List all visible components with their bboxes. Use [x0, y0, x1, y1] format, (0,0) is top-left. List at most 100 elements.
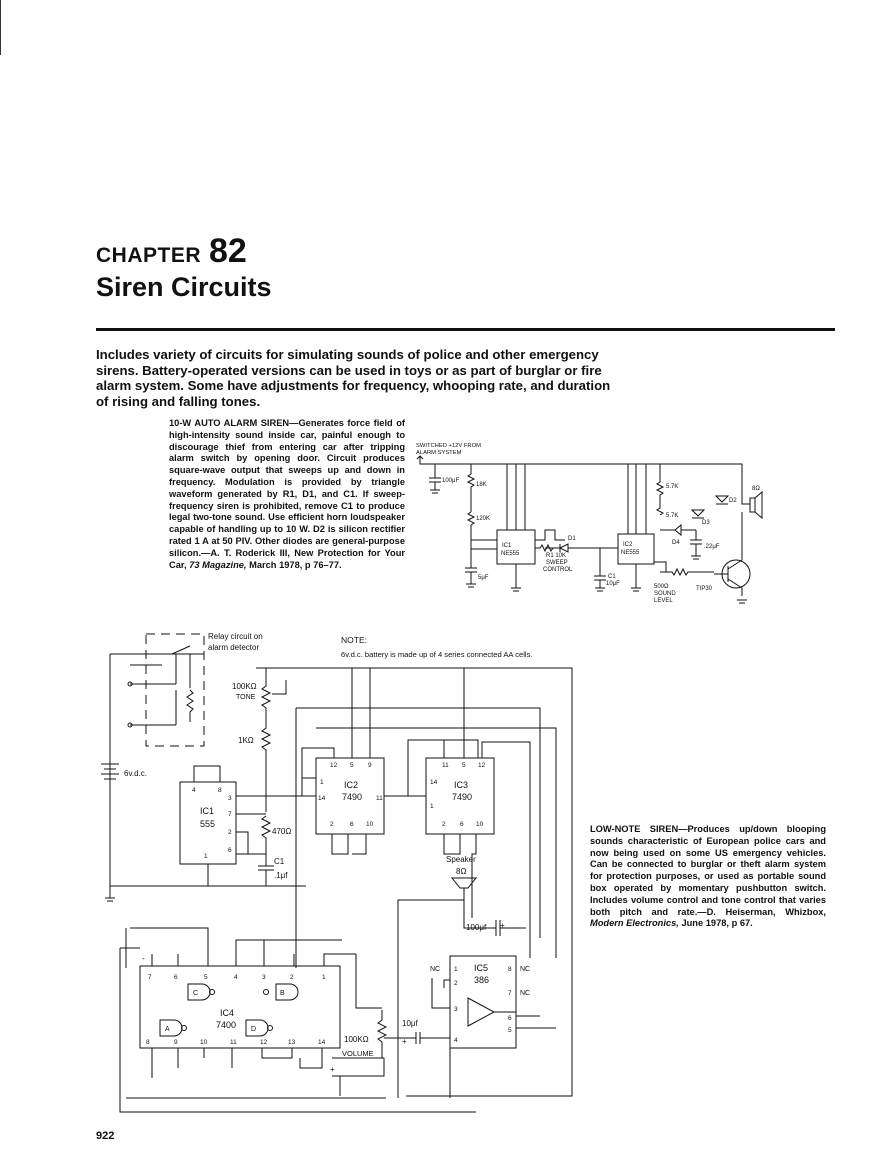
- ic5-pin-3: 3: [454, 1006, 458, 1013]
- ic4-pin-3: 3: [262, 974, 266, 981]
- battery-label: 6v.d.c.: [124, 769, 147, 778]
- ic4-label: IC4: [220, 1008, 234, 1018]
- chapter-word: CHAPTER: [96, 244, 202, 267]
- ic3-pin-5: 5: [462, 762, 466, 769]
- ic3-label: IC3: [454, 780, 468, 790]
- c-10uf: 10μf: [402, 1019, 419, 1028]
- ic3-pin-11: 11: [442, 762, 449, 769]
- r-volume: 100KΩ: [344, 1035, 369, 1044]
- ic3-pin-1: 1: [430, 803, 434, 810]
- c-0.22uf: .22μF: [704, 544, 720, 550]
- caption-source: 73 Magazine,: [189, 559, 247, 570]
- ic2-part: NE555: [621, 550, 640, 556]
- d4-label: D4: [672, 540, 680, 546]
- caption-title: LOW-NOTE SIREN: [590, 824, 679, 834]
- r-5.7k-mid: 5.7K: [666, 513, 678, 519]
- ic4-pin-12: 12: [260, 1039, 268, 1046]
- ic3-pin-2: 2: [442, 821, 446, 828]
- ic4-pin-13: 13: [288, 1039, 296, 1046]
- ic3-part: 7490: [452, 792, 472, 802]
- r-1k: 1KΩ: [238, 736, 254, 745]
- ic1-label: IC1: [502, 543, 512, 549]
- r-volume-plus: +: [330, 1065, 335, 1074]
- r-500: 500Ω: [654, 584, 669, 590]
- caption-title: 10-W AUTO ALARM SIREN: [169, 418, 290, 428]
- ic1-pin-4: 4: [192, 787, 196, 794]
- gate-c: C: [193, 990, 198, 997]
- ic3-pin-6: 6: [460, 821, 464, 828]
- d3-label: D3: [702, 520, 710, 526]
- r1-label: R1 10K: [546, 553, 566, 559]
- ic1-pin-7: 7: [228, 811, 232, 818]
- r1-sub-2: CONTROL: [543, 567, 573, 573]
- ic5-nc-left: NC: [430, 966, 440, 973]
- ic5-pin-8: 8: [508, 966, 512, 973]
- ic5-pin-4: 4: [454, 1037, 458, 1044]
- ic2-label: IC2: [623, 542, 633, 548]
- ic4-part: 7400: [216, 1020, 236, 1030]
- ic2-pin-10: 10: [366, 821, 374, 828]
- ic5-nc-right-top: NC: [520, 966, 530, 973]
- ic3-pin-10: 10: [476, 821, 484, 828]
- ic2-pin-6: 6: [350, 821, 354, 828]
- ic3-pin-12: 12: [478, 762, 486, 769]
- ic4-pin-2: 2: [290, 974, 294, 981]
- ic1-pin-3: 3: [228, 795, 232, 802]
- ic1-label: IC1: [200, 806, 214, 816]
- ic5-pin-2: 2: [454, 980, 458, 987]
- c-100uf: 100μF: [442, 478, 459, 484]
- ic4-pin-14: 14: [318, 1039, 326, 1046]
- note-body: 6v.d.c. battery is made up of 4 series c…: [341, 650, 533, 659]
- caption-body: —Produces up/down blooping sounds charac…: [590, 824, 826, 917]
- d1-label: D1: [568, 536, 576, 542]
- r-volume-sub: VOLUME: [342, 1049, 374, 1058]
- ic4-pin-11: 11: [230, 1039, 237, 1046]
- note-title: NOTE:: [341, 635, 367, 645]
- c1-label: C1: [608, 574, 616, 580]
- r-470: 470Ω: [272, 827, 291, 836]
- ic5-part: 386: [474, 975, 489, 985]
- gate-b: B: [280, 990, 285, 997]
- ic1-part: NE555: [501, 551, 520, 557]
- ic4-pin-8: 8: [146, 1039, 150, 1046]
- ic5-pin-5: 5: [508, 1027, 512, 1034]
- c-5uf: 5μF: [478, 575, 489, 581]
- ic4-pin-6: 6: [174, 974, 178, 981]
- ic3-pin-14: 14: [430, 779, 438, 786]
- r-18k: 18K: [476, 482, 487, 488]
- ic1-pin-8: 8: [218, 787, 222, 794]
- ic4-pin-9: 9: [174, 1039, 178, 1046]
- ic5-label: IC5: [474, 963, 488, 973]
- ic4-pin-4: 4: [234, 974, 238, 981]
- ic2-pin-2: 2: [330, 821, 334, 828]
- caption-low-note-siren: LOW-NOTE SIREN—Produces up/down blooping…: [590, 824, 826, 930]
- c1-label: C1: [274, 857, 285, 866]
- title-rule: [96, 328, 835, 331]
- gate-a: A: [165, 1026, 170, 1033]
- ic2-pin-9: 9: [368, 762, 372, 769]
- ic1-pin-2: 2: [228, 829, 232, 836]
- transistor-label: TIP30: [696, 586, 713, 592]
- page-number: 922: [96, 1130, 115, 1142]
- caption-source: Modern Electronics,: [590, 918, 679, 929]
- gate-d: D: [251, 1026, 256, 1033]
- r-tone: 100KΩ: [232, 682, 257, 691]
- caption-auto-alarm-siren: 10-W AUTO ALARM SIREN—Generates force fi…: [169, 418, 405, 571]
- r-5.7k-top: 5.7K: [666, 484, 678, 490]
- ic2-pin-5: 5: [350, 762, 354, 769]
- ic4-pin-1: 1: [322, 974, 326, 981]
- relay-label-2: alarm detector: [208, 643, 259, 652]
- chapter-intro: Includes variety of circuits for simulat…: [96, 347, 611, 409]
- ic4-pin-10: 10: [200, 1039, 208, 1046]
- ic2-pin-12: 12: [330, 762, 338, 769]
- ic4-pin-7: 7: [148, 974, 152, 981]
- caption-body: —Generates force field of high-intensity…: [169, 418, 405, 570]
- schematic-low-note-siren: Relay circuit on alarm detector NOTE: 6v…: [101, 632, 573, 1113]
- speaker-value: 8Ω: [456, 867, 466, 876]
- r-500-sub: SOUND: [654, 591, 676, 597]
- caption-source-rest: June 1978, p 67.: [678, 918, 753, 929]
- caption-source-rest: March 1978, p 76–77.: [246, 559, 342, 570]
- ic2-pin-14: 14: [318, 795, 326, 802]
- c-10uf-plus: +: [402, 1037, 407, 1046]
- supply-label-2: ALARM SYSTEM: [416, 450, 462, 456]
